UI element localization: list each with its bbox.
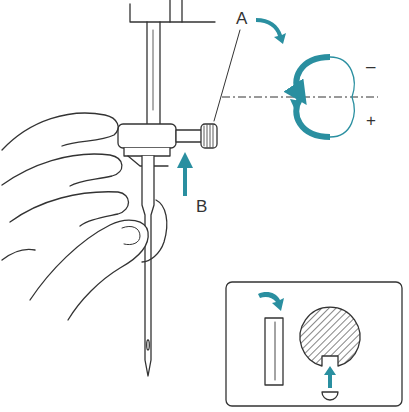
machine-body bbox=[130, 4, 215, 22]
hand bbox=[2, 154, 122, 186]
rotation-arrow-head bbox=[256, 18, 286, 44]
hand bbox=[10, 192, 129, 226]
needle-shank bbox=[265, 318, 283, 385]
thumb bbox=[30, 220, 148, 320]
needle bbox=[142, 156, 154, 376]
push-up-arrow bbox=[177, 152, 193, 196]
axis-line bbox=[222, 97, 378, 98]
needle-clamp-section bbox=[322, 392, 338, 400]
needle-bar bbox=[153, 30, 154, 110]
hand bbox=[2, 249, 35, 260]
needle-clamp bbox=[124, 148, 170, 156]
machine-body bbox=[170, 0, 182, 22]
finger bbox=[142, 200, 167, 262]
direction-sign: – bbox=[366, 58, 375, 75]
clamp-screw bbox=[176, 130, 202, 142]
inset-frame bbox=[226, 282, 402, 406]
part-letter: B bbox=[196, 198, 207, 215]
needle-shank-flat bbox=[275, 322, 276, 380]
knurling bbox=[204, 125, 213, 147]
rotation-arrow-head bbox=[290, 99, 300, 108]
thumbnail bbox=[122, 226, 140, 244]
needle-eye bbox=[147, 340, 150, 350]
needle-bar bbox=[147, 22, 160, 127]
inset-up-arrow bbox=[324, 366, 336, 388]
direction-sign: + bbox=[366, 112, 376, 129]
shank-cross-section bbox=[300, 307, 360, 366]
rotation-outline bbox=[330, 57, 354, 137]
needle-clamp bbox=[118, 124, 176, 148]
part-letter: A bbox=[236, 10, 247, 27]
leader-line bbox=[214, 30, 240, 121]
rotation-arrow bbox=[296, 57, 330, 95]
clamp-screw-knob bbox=[201, 124, 217, 148]
inset-curved-arrow bbox=[258, 292, 284, 311]
rotation-symbol bbox=[222, 57, 378, 137]
rotation-arrow bbox=[296, 99, 330, 137]
hand bbox=[2, 113, 118, 150]
